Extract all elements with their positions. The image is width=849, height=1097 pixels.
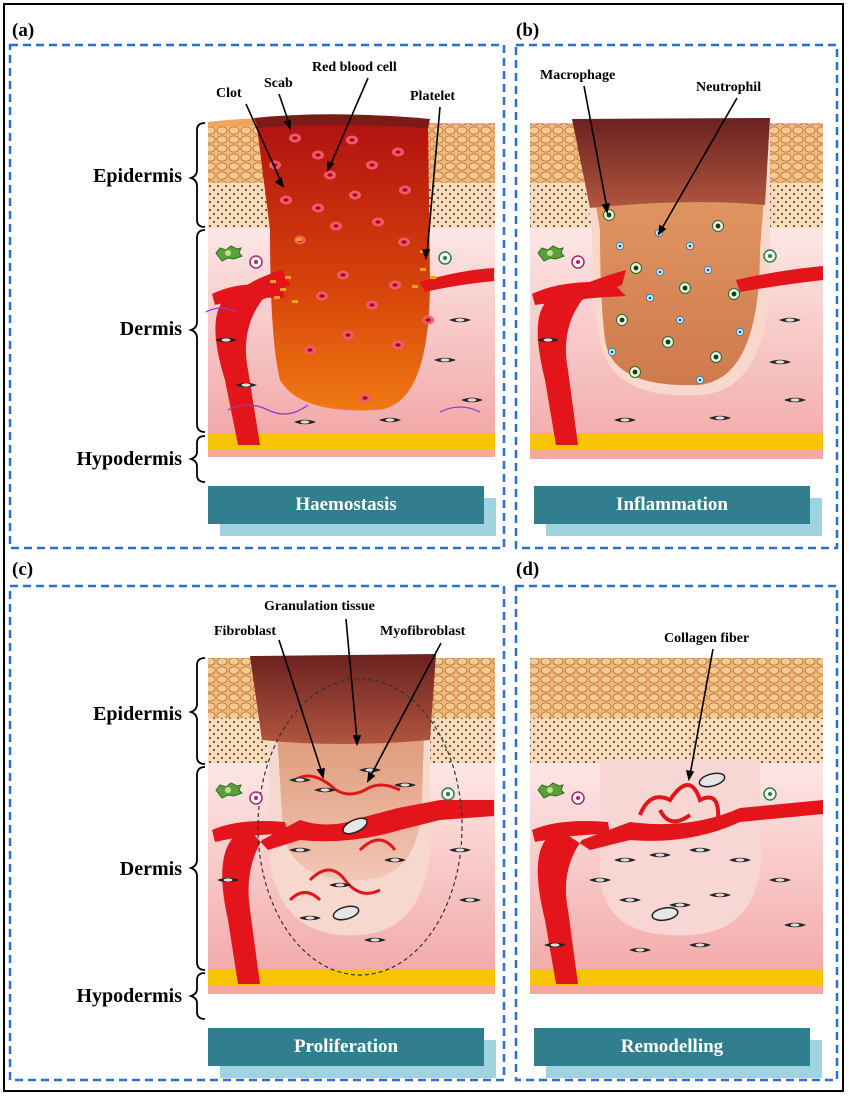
panel-b-art <box>530 118 823 459</box>
stage-inflammation: Inflammation <box>534 486 810 524</box>
layer-label-dermis-c: Dermis <box>60 858 182 881</box>
label-macrophage: Macrophage <box>540 68 615 84</box>
layer-braces <box>191 123 205 1019</box>
panel-b-letter: (b) <box>516 20 539 42</box>
stage-remodelling: Remodelling <box>534 1028 810 1066</box>
panel-a-letter: (a) <box>12 20 34 42</box>
label-red-blood-cell: Red blood cell <box>312 60 397 76</box>
stage-proliferation: Proliferation <box>208 1028 484 1066</box>
panel-a-art <box>206 114 495 457</box>
panel-d-letter: (d) <box>516 559 539 581</box>
label-neutrophil: Neutrophil <box>696 80 761 96</box>
layer-label-epidermis-c: Epidermis <box>60 703 182 726</box>
layer-label-epidermis-a: Epidermis <box>60 165 182 188</box>
stage-haemostasis: Haemostasis <box>208 486 484 524</box>
label-scab: Scab <box>264 76 293 92</box>
label-fibroblast: Fibroblast <box>214 624 276 640</box>
label-collagen-fiber: Collagen fiber <box>664 631 749 647</box>
label-clot: Clot <box>216 86 242 102</box>
panel-d-art <box>530 658 823 994</box>
label-platelet: Platelet <box>410 89 455 105</box>
label-granulation-tissue: Granulation tissue <box>264 599 375 615</box>
layer-label-hypodermis-c: Hypodermis <box>40 985 182 1008</box>
label-myofibroblast: Myofibroblast <box>380 624 465 640</box>
layer-label-dermis-a: Dermis <box>60 318 182 341</box>
layer-label-hypodermis-a: Hypodermis <box>40 448 182 471</box>
panel-c-letter: (c) <box>12 559 33 581</box>
panel-c-art <box>208 654 495 994</box>
